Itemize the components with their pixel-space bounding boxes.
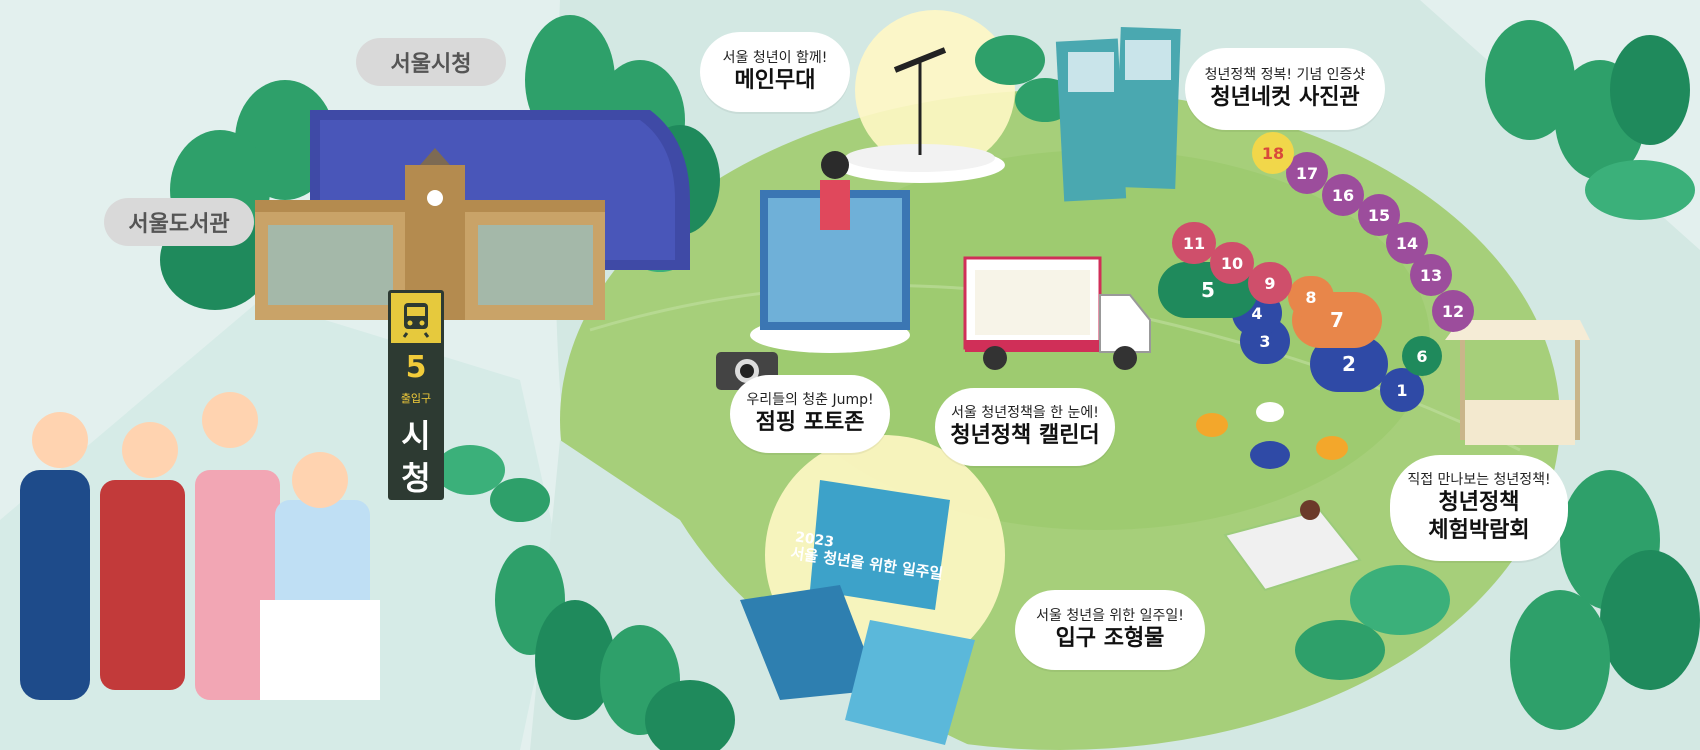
bubble-expo: 직접 만나보는 청년정책! 청년정책 체험박람회	[1390, 455, 1568, 561]
bubble-jumping-zone: 우리들의 청춘 Jump! 점핑 포토존	[730, 375, 890, 453]
station-name-line2: 청	[401, 459, 431, 497]
main-stage	[835, 47, 1005, 183]
entrance-poster	[740, 480, 975, 745]
booth-number: 11	[1182, 233, 1206, 253]
booth-18: 18	[1252, 132, 1294, 174]
booth-number: 15	[1367, 205, 1391, 225]
exit-number: 5	[405, 350, 427, 385]
booth-number: 1	[1396, 380, 1408, 400]
booth-number: 2	[1342, 352, 1356, 376]
exit-label: 출입구	[400, 392, 432, 405]
booth-number: 12	[1441, 301, 1465, 321]
metro-exit-sign: 5 출입구 시 청	[388, 290, 444, 500]
trees-right	[1295, 20, 1700, 730]
station-name: 시 청	[388, 415, 444, 499]
station-name-line1: 시	[401, 417, 431, 455]
booth-number: 16	[1331, 185, 1355, 205]
people-illustration	[20, 392, 380, 700]
jumping-photozone	[750, 151, 910, 353]
booth-number: 3	[1259, 331, 1271, 351]
expo-tent	[1445, 320, 1590, 445]
main-stage-sub: 서울 청년이 함께!	[722, 50, 828, 66]
expo-title-line1: 청년정책	[1438, 490, 1520, 515]
booth-6: 6	[1402, 336, 1442, 376]
stage-glow	[855, 10, 1015, 170]
bean-bags	[1196, 402, 1348, 469]
booth-11: 11	[1172, 222, 1216, 264]
booth-number: 9	[1264, 273, 1276, 293]
photo-booth-title: 청년네컷 사진관	[1210, 85, 1360, 110]
main-stage-title: 메인무대	[734, 68, 816, 93]
calendar-truck	[963, 256, 1151, 370]
city-hall-label: 서울시청	[356, 38, 506, 86]
jumping-zone-title: 점핑 포토존	[755, 410, 865, 435]
bubble-calendar: 서울 청년정책을 한 눈에! 청년정책 캘린더	[935, 388, 1115, 466]
booth-8: 8	[1288, 276, 1334, 318]
subway-icon	[391, 293, 441, 343]
booth-number: 14	[1395, 233, 1419, 253]
calendar-title: 청년정책 캘린더	[950, 423, 1100, 448]
booth-number: 13	[1419, 265, 1443, 285]
bubble-main-stage: 서울 청년이 함께! 메인무대	[700, 32, 850, 112]
expo-title-line2: 체험박람회	[1428, 518, 1530, 543]
expo-sub: 직접 만나보는 청년정책!	[1407, 472, 1551, 488]
booth-number: 17	[1295, 163, 1319, 183]
booth-9: 9	[1248, 262, 1292, 304]
booth-number: 4	[1251, 303, 1263, 323]
booth-16: 16	[1322, 174, 1364, 216]
booth-15: 15	[1358, 194, 1400, 236]
booth-number: 10	[1220, 253, 1244, 273]
bubble-photo-booth: 청년정책 정복! 기념 인증샷 청년네컷 사진관	[1185, 48, 1385, 130]
booth-number: 18	[1261, 143, 1285, 163]
booth-number: 5	[1201, 278, 1215, 302]
booth-12: 12	[1432, 290, 1474, 332]
trees-bottom	[435, 228, 735, 750]
entrance-title: 입구 조형물	[1055, 626, 1165, 651]
booth-10: 10	[1210, 242, 1254, 284]
booth-number: 6	[1416, 346, 1428, 366]
photo-strips	[1055, 27, 1181, 202]
calendar-sub: 서울 청년정책을 한 눈에!	[951, 405, 1099, 421]
picnic-mat	[1223, 500, 1362, 592]
photo-booth-sub: 청년정책 정복! 기념 인증샷	[1204, 67, 1366, 83]
booth-number: 7	[1330, 308, 1344, 332]
library-label: 서울도서관	[104, 198, 254, 246]
entrance-sub: 서울 청년을 위한 일주일!	[1036, 608, 1184, 624]
jumping-zone-sub: 우리들의 청춘 Jump!	[746, 392, 874, 408]
booth-number: 8	[1305, 287, 1317, 307]
bubble-entrance: 서울 청년을 위한 일주일! 입구 조형물	[1015, 590, 1205, 670]
